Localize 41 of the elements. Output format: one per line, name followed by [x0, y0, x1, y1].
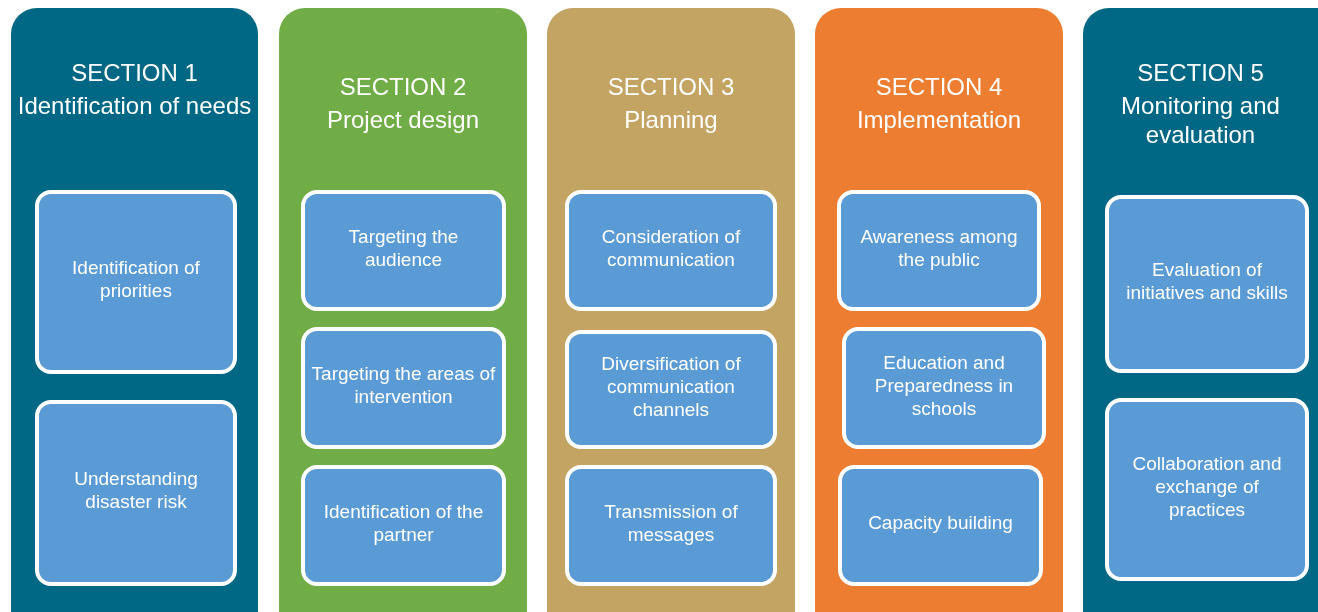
step-box: [842, 327, 1046, 449]
step-label: Collaboration and exchange of practices: [1131, 452, 1283, 521]
step-box: [838, 465, 1043, 586]
step-label: Capacity building: [868, 511, 1013, 534]
step-label: Identification of the partner: [322, 499, 485, 546]
step-box: [35, 190, 237, 374]
step-box: [837, 190, 1041, 311]
step-label: Transmission of messages: [603, 499, 739, 546]
step-label: Evaluation of initiatives and skills: [1125, 258, 1289, 304]
step-label: Education and Preparedness in schools: [873, 350, 1015, 420]
step-box: [35, 400, 237, 586]
section-column: [547, 8, 795, 612]
step-box: [301, 327, 506, 449]
section-column: [1083, 8, 1318, 612]
step-box: [1105, 195, 1309, 373]
section-title: Planning: [624, 105, 718, 134]
step-box: [565, 330, 777, 449]
step-label: Targeting the audience: [347, 224, 460, 271]
section-number: SECTION 2: [339, 72, 467, 101]
section-column: [279, 8, 527, 612]
section-title: Implementation: [856, 105, 1022, 134]
section-title: Monitoring and evaluation: [1120, 91, 1281, 149]
section-number: SECTION 5: [1137, 58, 1264, 87]
step-box: [565, 190, 777, 311]
step-label: Understanding disaster risk: [73, 467, 199, 513]
section-number: SECTION 1: [71, 58, 198, 87]
section-title: Identification of needs: [17, 91, 252, 120]
section-number: SECTION 4: [875, 72, 1003, 101]
step-label: Identification of priorities: [71, 256, 201, 302]
step-label: Targeting the areas of intervention: [311, 362, 496, 408]
section-column: [11, 8, 258, 612]
step-box: [565, 465, 777, 586]
step-box: [1105, 398, 1309, 581]
section-column: [815, 8, 1063, 612]
step-label: Consideration of communication: [600, 224, 742, 271]
step-label: Awareness among the public: [859, 224, 1019, 271]
step-box: [301, 465, 506, 586]
step-label: Diversification of communication channels: [600, 352, 742, 421]
step-box: [301, 190, 506, 311]
section-number: SECTION 3: [607, 72, 735, 101]
section-title: Project design: [326, 105, 480, 134]
